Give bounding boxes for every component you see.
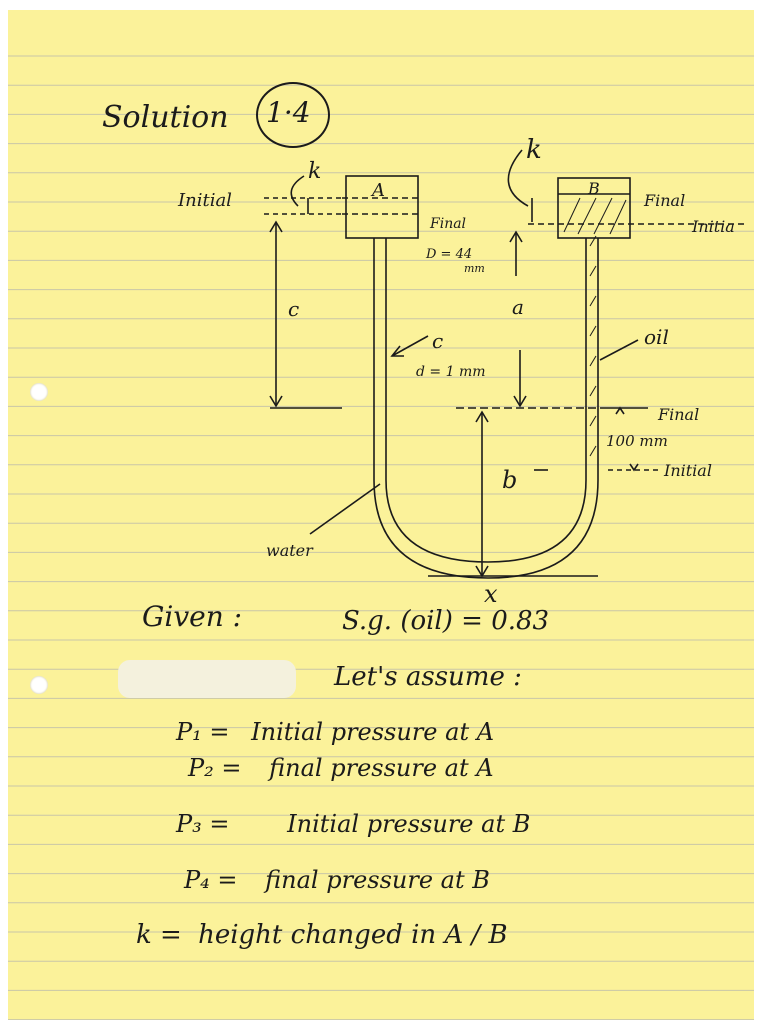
definition-row: k = height changed in A / B (136, 920, 508, 950)
title-text: Solution (102, 100, 229, 135)
c-tube-pointer (391, 335, 429, 357)
hundred-mm-label: 100 mm (606, 432, 668, 450)
definition-symbol: P₂ = (188, 754, 242, 782)
final-label-b: Final (643, 191, 685, 210)
solution-number-circle: 1·4 (256, 82, 330, 148)
label-b: B (587, 179, 600, 198)
definition-symbol: P₁ = (176, 718, 230, 746)
definition-text: height changed in A / B (198, 920, 508, 950)
oil-pointer (599, 339, 639, 361)
diameter-big-unit: mm (464, 262, 485, 275)
definition-row: P₄ = final pressure at B (184, 866, 490, 894)
ruled-lines (8, 55, 754, 1020)
c-label-left: c (288, 297, 299, 321)
erased-text (118, 660, 296, 698)
given-label: Given : (142, 600, 243, 633)
oil-label: oil (644, 325, 669, 349)
definition-symbol: P₃ = (176, 810, 230, 838)
definition-row: P₃ = Initial pressure at B (176, 810, 530, 838)
u-tube-outer (373, 238, 599, 579)
initial-label-b: Initia (691, 217, 735, 236)
final-label-oil: Final (657, 405, 699, 424)
definition-text: Initial pressure at B (287, 810, 531, 838)
label-a: A (370, 180, 385, 201)
given-expression: S.g. (oil) = 0.83 (342, 606, 550, 636)
oil-column (589, 235, 597, 457)
definition-text: final pressure at A (269, 754, 494, 782)
solution-number: 1·4 (266, 96, 311, 129)
oil-hatch-b (563, 197, 627, 235)
k-label-right: k (526, 135, 542, 165)
water-pointer (309, 483, 381, 535)
definition-row: P₂ = final pressure at A (188, 754, 494, 782)
c-label-tube: c (432, 329, 443, 353)
definition-text: Initial pressure at A (251, 718, 495, 746)
x-label: x (484, 580, 498, 608)
initial-label-oil: Initial (663, 461, 712, 480)
water-label: water (266, 541, 314, 560)
definition-text: final pressure at B (265, 866, 490, 894)
reservoir-a (345, 175, 419, 239)
reservoir-b (557, 177, 631, 239)
assume-label: Let's assume : (334, 662, 522, 692)
notebook-page: Solution 1·4 (8, 10, 754, 1020)
manometer-diagram: k k A B Initial Final Final Initia D = 4… (177, 135, 748, 608)
k-arc-right (507, 149, 529, 207)
k-arc-left (290, 175, 305, 207)
k-label-left: k (308, 159, 321, 184)
final-label-a: Final (429, 216, 466, 232)
initial-label-left: Initial (177, 190, 232, 211)
definition-symbol: P₄ = (184, 866, 238, 894)
definition-row: P₁ = Initial pressure at A (176, 718, 494, 746)
punch-hole-bottom (30, 676, 48, 694)
punch-hole-top (30, 383, 48, 401)
page-title: Solution (102, 100, 229, 135)
a-label: a (512, 295, 524, 319)
diameter-big-label: D = 44 (425, 247, 472, 262)
b-label: b (502, 466, 517, 494)
definition-symbol: k = (136, 920, 182, 950)
diameter-small-label: d = 1 mm (416, 364, 486, 380)
u-tube-inner (385, 238, 587, 563)
